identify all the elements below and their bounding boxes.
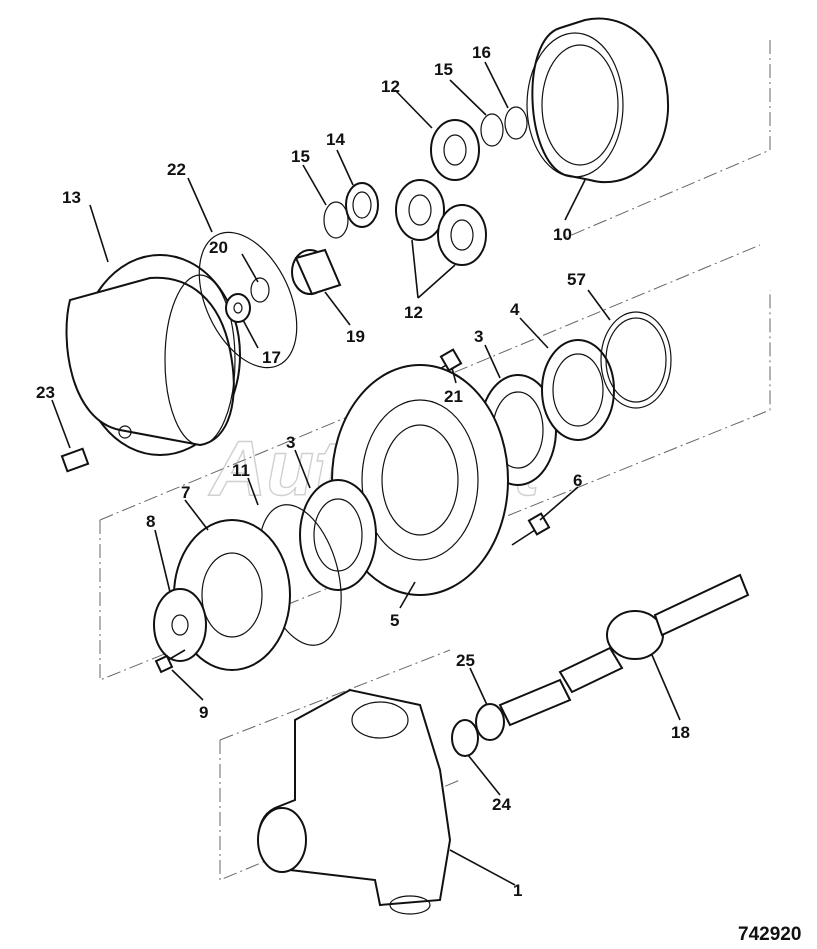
callout-10: 10 bbox=[553, 225, 572, 244]
callout-18: 18 bbox=[671, 723, 690, 742]
shaft-bearing-part bbox=[451, 719, 479, 757]
callout-15-right: 15 bbox=[434, 60, 453, 79]
callout-7: 7 bbox=[181, 483, 190, 502]
callout-12-bottom: 12 bbox=[404, 303, 423, 322]
drive-shaft-part bbox=[498, 573, 750, 727]
taper-bearing-front-part bbox=[299, 479, 377, 591]
callout-11: 11 bbox=[232, 461, 250, 480]
callout-14: 14 bbox=[326, 130, 345, 149]
planet-gear-part bbox=[430, 119, 480, 181]
callout-15-left: 15 bbox=[291, 147, 310, 166]
callout-13: 13 bbox=[62, 188, 81, 207]
sun-gear-part bbox=[291, 248, 342, 296]
callout-57: 57 bbox=[567, 270, 586, 289]
swivel-hub-part bbox=[257, 688, 452, 915]
callout-3-rear: 3 bbox=[474, 327, 483, 346]
callout-22: 22 bbox=[167, 160, 186, 179]
flange-part bbox=[153, 588, 207, 662]
callout-9: 9 bbox=[199, 703, 208, 722]
oil-seal-part bbox=[541, 339, 615, 441]
callout-1: 1 bbox=[513, 881, 522, 900]
callout-6: 6 bbox=[573, 471, 582, 490]
circlip-left-part bbox=[323, 201, 349, 239]
callout-8: 8 bbox=[146, 512, 155, 531]
ring-gear-part bbox=[526, 17, 670, 184]
callout-19: 19 bbox=[346, 327, 365, 346]
seal-ring-part bbox=[600, 311, 672, 409]
planet-gear-part bbox=[437, 204, 487, 266]
bolt-upper-part bbox=[424, 348, 463, 379]
callout-25: 25 bbox=[456, 651, 475, 670]
figure-number: 742920 bbox=[738, 924, 801, 945]
small-circlip-part bbox=[250, 277, 270, 303]
callout-12-top: 12 bbox=[381, 77, 400, 96]
callout-16: 16 bbox=[472, 43, 491, 62]
circlip-right-part bbox=[480, 106, 528, 147]
bolt-lower-part bbox=[511, 512, 551, 546]
callout-24: 24 bbox=[492, 795, 511, 814]
washer-part bbox=[225, 293, 251, 323]
callout-3-front: 3 bbox=[286, 433, 295, 452]
callout-4: 4 bbox=[510, 300, 520, 319]
needle-bearing-part bbox=[345, 182, 379, 228]
callout-5: 5 bbox=[390, 611, 399, 630]
callout-23: 23 bbox=[36, 383, 55, 402]
plug-part bbox=[60, 447, 90, 473]
callout-20: 20 bbox=[209, 238, 228, 257]
large-circlip-part bbox=[198, 231, 298, 369]
callout-labels: 13 22 20 17 15 14 19 12 12 15 16 10 23 1… bbox=[36, 43, 690, 900]
hub-housing-part bbox=[65, 254, 241, 456]
planet-gear-part bbox=[395, 179, 445, 241]
callout-17: 17 bbox=[262, 348, 281, 367]
leader-lines bbox=[51, 61, 681, 886]
shaft-seal-part bbox=[475, 703, 505, 741]
flange-bolt-part bbox=[154, 649, 186, 674]
callout-21: 21 bbox=[444, 387, 463, 406]
